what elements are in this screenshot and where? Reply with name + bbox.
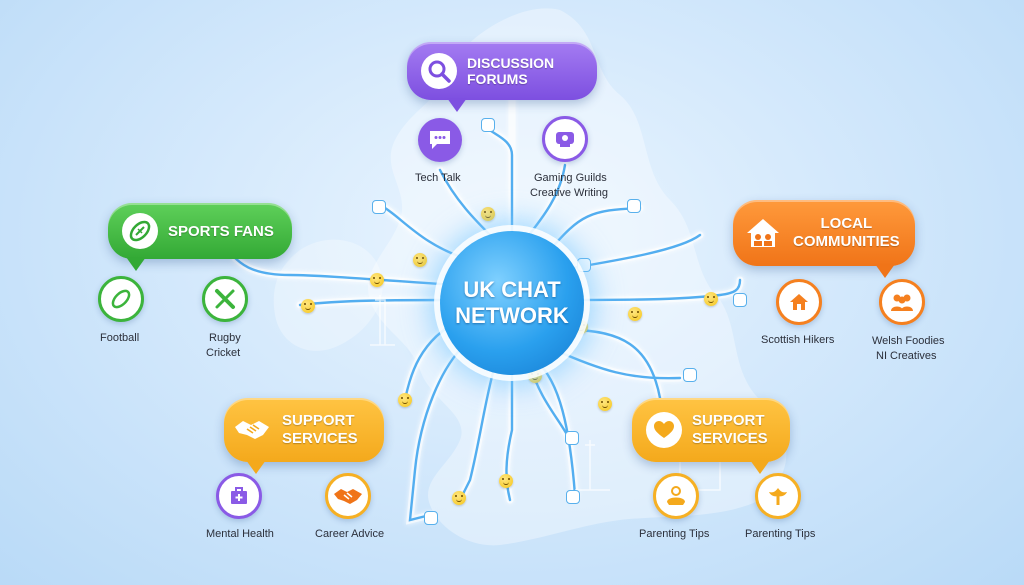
support-services-right-bubble[interactable]: SUPPORT SERVICES bbox=[632, 398, 790, 474]
community-house-icon bbox=[743, 213, 783, 253]
ni-creatives-label: NI Creatives bbox=[876, 350, 937, 362]
chat-mini-icon bbox=[565, 431, 579, 445]
smiley-icon bbox=[452, 491, 466, 505]
chat-mini-icon bbox=[424, 511, 438, 525]
chat-mini-icon bbox=[566, 490, 580, 504]
cricket-label: Cricket bbox=[206, 347, 241, 359]
smiley-icon bbox=[370, 273, 384, 287]
chat-mini-icon bbox=[372, 200, 386, 214]
sports-fans-bubble[interactable]: SPORTS FANS bbox=[108, 203, 292, 271]
hub-title-line2: NETWORK bbox=[455, 303, 569, 328]
chat-mini-icon bbox=[627, 199, 641, 213]
smiley-icon bbox=[398, 393, 412, 407]
handshake-icon bbox=[232, 412, 272, 448]
smiley-icon bbox=[301, 299, 315, 313]
scottish-hikers-label: Scottish Hikers bbox=[761, 334, 835, 346]
local-communities-title-line2: COMMUNITIES bbox=[793, 233, 900, 250]
discussion-forums-title: DISCUSSION FORUMS bbox=[467, 55, 555, 87]
chat-mini-icon bbox=[683, 368, 697, 382]
local-communities-bubble[interactable]: LOCAL COMMUNITIES bbox=[733, 200, 915, 278]
career-advice-label: Career Advice bbox=[315, 528, 385, 540]
smiley-icon bbox=[413, 253, 427, 267]
mental-health-label: Mental Health bbox=[206, 528, 274, 540]
discussion-forums-bubble[interactable]: DISCUSSION FORUMS bbox=[407, 42, 597, 112]
football-label: Football bbox=[100, 332, 140, 344]
welsh-foodies-label: Welsh Foodies bbox=[872, 335, 945, 347]
chat-mini-icon bbox=[733, 293, 747, 307]
smiley-icon bbox=[598, 397, 612, 411]
gaming-guilds-icon[interactable] bbox=[542, 116, 588, 162]
parenting-tips-1-label: Parenting Tips bbox=[639, 528, 710, 540]
hub-node[interactable]: UK CHAT NETWORK bbox=[440, 231, 584, 375]
welsh-foodies-icon[interactable] bbox=[879, 279, 925, 325]
gaming-guilds-label: Gaming Guilds bbox=[534, 172, 607, 184]
scottish-hikers-icon[interactable] bbox=[776, 279, 822, 325]
football-icon[interactable] bbox=[98, 276, 144, 322]
tech-talk-icon[interactable] bbox=[418, 118, 462, 162]
magnifier-icon bbox=[421, 53, 457, 89]
career-advice-icon[interactable] bbox=[325, 473, 371, 519]
smiley-icon bbox=[628, 307, 642, 321]
smiley-icon bbox=[528, 369, 542, 383]
tech-talk-label: Tech Talk bbox=[415, 172, 461, 184]
sports-fans-title: SPORTS FANS bbox=[168, 222, 274, 240]
creative-writing-label: Creative Writing bbox=[530, 187, 609, 199]
support-services-left-title-line1: SUPPORT bbox=[282, 412, 355, 429]
rugby-label: Rugby bbox=[209, 332, 241, 344]
parenting-tips-2-icon[interactable] bbox=[755, 473, 801, 519]
support-services-left-title-line2: SERVICES bbox=[282, 430, 358, 447]
ireland-silhouette bbox=[273, 239, 383, 351]
parenting-tips-1-icon[interactable] bbox=[653, 473, 699, 519]
support-services-right-title-line2: SERVICES bbox=[692, 430, 768, 447]
support-services-left-bubble[interactable]: SUPPORT SERVICES bbox=[224, 398, 384, 474]
rugby-cricket-icon[interactable] bbox=[202, 276, 248, 322]
parenting-tips-2-label: Parenting Tips bbox=[745, 528, 816, 540]
smiley-icon bbox=[499, 474, 513, 488]
heart-chat-icon bbox=[646, 412, 682, 448]
local-communities-title-line1: LOCAL bbox=[820, 215, 873, 232]
chat-mini-icon bbox=[577, 258, 591, 272]
rugby-ball-icon bbox=[122, 213, 158, 249]
support-services-right-title-line1: SUPPORT bbox=[692, 412, 765, 429]
chat-mini-icon bbox=[481, 118, 495, 132]
hub-title-line1: UK CHAT bbox=[463, 277, 561, 302]
smiley-icon bbox=[481, 207, 495, 221]
smiley-icon bbox=[704, 292, 718, 306]
mental-health-icon[interactable] bbox=[216, 473, 262, 519]
